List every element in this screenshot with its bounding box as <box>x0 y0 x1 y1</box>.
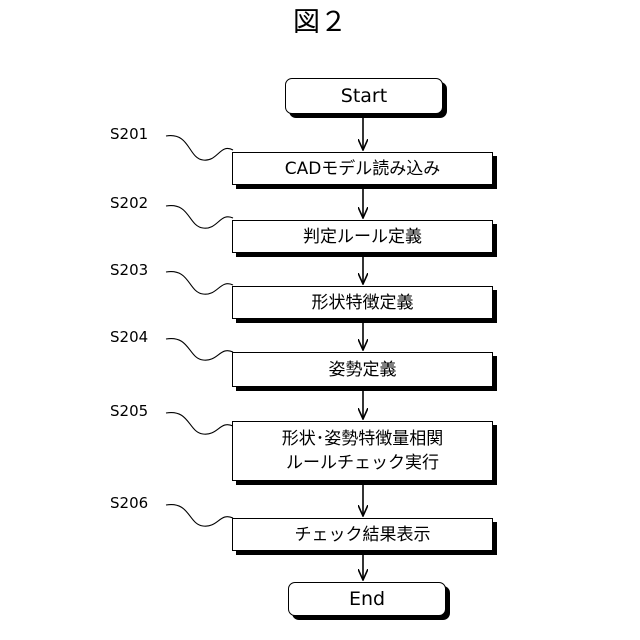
process-box-s205: 形状･姿勢特徴量相関 ルールチェック実行 <box>232 421 493 481</box>
process-box-s202: 判定ルール定義 <box>232 220 493 253</box>
end-label: End <box>349 587 385 611</box>
step-id-s202: S202 <box>110 194 148 212</box>
process-box-s204: 姿勢定義 <box>232 352 493 387</box>
process-text-line-1: 形状･姿勢特徴量相関 <box>282 427 444 451</box>
process-box-s203: 形状特徴定義 <box>232 286 493 319</box>
start-terminal: Start <box>285 78 443 114</box>
process-text: 判定ルール定義 <box>303 225 422 249</box>
step-id-s206: S206 <box>110 494 148 512</box>
leader-line-s202 <box>166 206 233 229</box>
step-id-s205: S205 <box>110 402 148 420</box>
process-text: CADモデル読み込み <box>285 157 441 181</box>
end-terminal: End <box>288 582 446 616</box>
process-box-s201: CADモデル読み込み <box>232 152 493 185</box>
start-label: Start <box>341 84 387 108</box>
process-text: 形状特徴定義 <box>312 291 414 315</box>
leader-lines <box>166 136 233 527</box>
leader-line-s205 <box>166 413 233 435</box>
leader-line-s201 <box>166 136 233 161</box>
step-id-s204: S204 <box>110 328 148 346</box>
process-text: チェック結果表示 <box>295 523 431 547</box>
process-box-s206: チェック結果表示 <box>232 518 493 551</box>
leader-line-s204 <box>166 339 233 361</box>
step-id-s203: S203 <box>110 261 148 279</box>
step-id-s201: S201 <box>110 125 148 143</box>
leader-line-s203 <box>166 272 233 295</box>
leader-line-s206 <box>166 505 233 527</box>
process-text: 姿勢定義 <box>329 358 397 382</box>
process-text-line-2: ルールチェック実行 <box>286 451 439 475</box>
